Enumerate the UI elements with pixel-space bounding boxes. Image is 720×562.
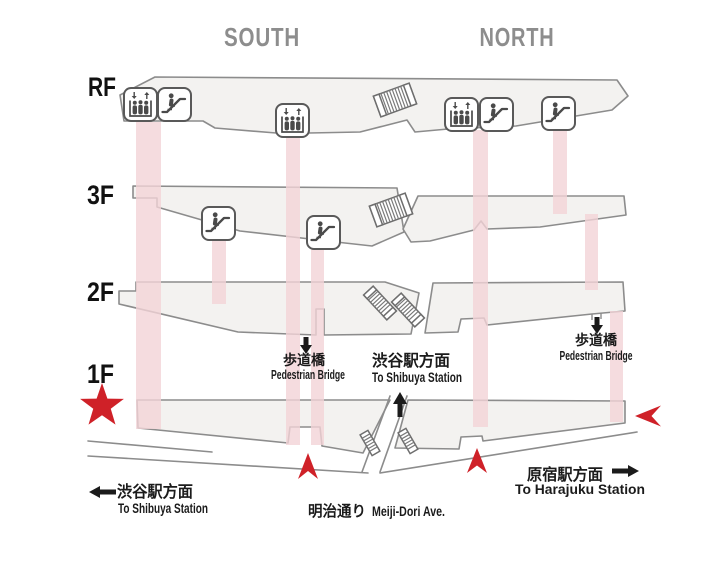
meiji-dori-label-en: Meiji-Dori Ave. [372,503,445,519]
street-line [361,395,391,473]
elevator-shaft-band [286,136,300,445]
f1-south-slab [136,399,391,454]
entrance-arrow-icon [635,405,661,427]
elevator-icon [123,87,158,122]
arrow-left-icon [89,486,116,498]
meiji-dori-label-jp: 明治通り [308,502,366,520]
escalator-shaft-band [553,130,567,214]
harajuku-label-jp: 原宿駅方面 [527,465,603,484]
harajuku-label-en: To Harajuku Station [515,481,645,497]
direction-arrows [89,317,639,498]
arrow-down-icon [300,337,312,354]
elevator-icon [275,103,310,138]
street-line [379,431,638,474]
escalator-icon [305,214,342,251]
streets [87,395,638,474]
elevator-shaft-band [136,122,161,429]
red-markers [80,383,661,479]
bridge-north-label-jp: 歩道橋 [575,332,618,348]
entrance-arrow-icon [467,448,487,473]
escalator-icon [200,205,237,242]
escalator-shaft-band [610,311,623,422]
shibuya-left-label-en: To Shibuya Station [118,500,208,516]
section-header-north: NORTH [480,22,555,52]
elevator-shaft-band [473,130,488,427]
floor-label-2f: 2F [87,277,114,307]
escalator-shaft-band [212,238,226,304]
shibuya-left-label-jp: 渋谷駅方面 [117,482,193,501]
floor-label-1f: 1F [87,359,114,389]
arrow-up-icon [393,392,407,417]
arrow-right-icon [612,465,639,477]
floor-slabs [118,76,629,454]
escalator-icon [478,96,515,133]
bridge-north-label-en: Pedestrian Bridge [560,348,633,363]
floor-label-3f: 3F [87,180,114,210]
escalator-shaft-band [585,214,598,290]
bridge-south-label-en: Pedestrian Bridge [271,367,345,382]
arrow-down-icon [591,317,603,334]
shaft-bands [136,122,623,445]
section-header-south: SOUTH [224,22,300,52]
current-location-star-icon [80,383,124,425]
entrance-arrow-icon [298,453,318,479]
bridge-south-label-jp: 歩道橋 [283,352,326,368]
escalator-icon [540,95,577,132]
elevator-icon [444,97,479,132]
shibuya-center-label-jp: 渋谷駅方面 [372,351,450,370]
street-line [87,455,369,474]
f3-south-slab [132,185,405,247]
floor-label-rf: RF [88,72,116,102]
shibuya-center-label-en: To Shibuya Station [372,369,462,385]
street-line [87,440,213,453]
escalator-shaft-band [311,248,324,445]
bridge-connector-ticks [591,313,602,320]
f1-north-slab [394,399,626,450]
escalator-icon [156,86,193,123]
